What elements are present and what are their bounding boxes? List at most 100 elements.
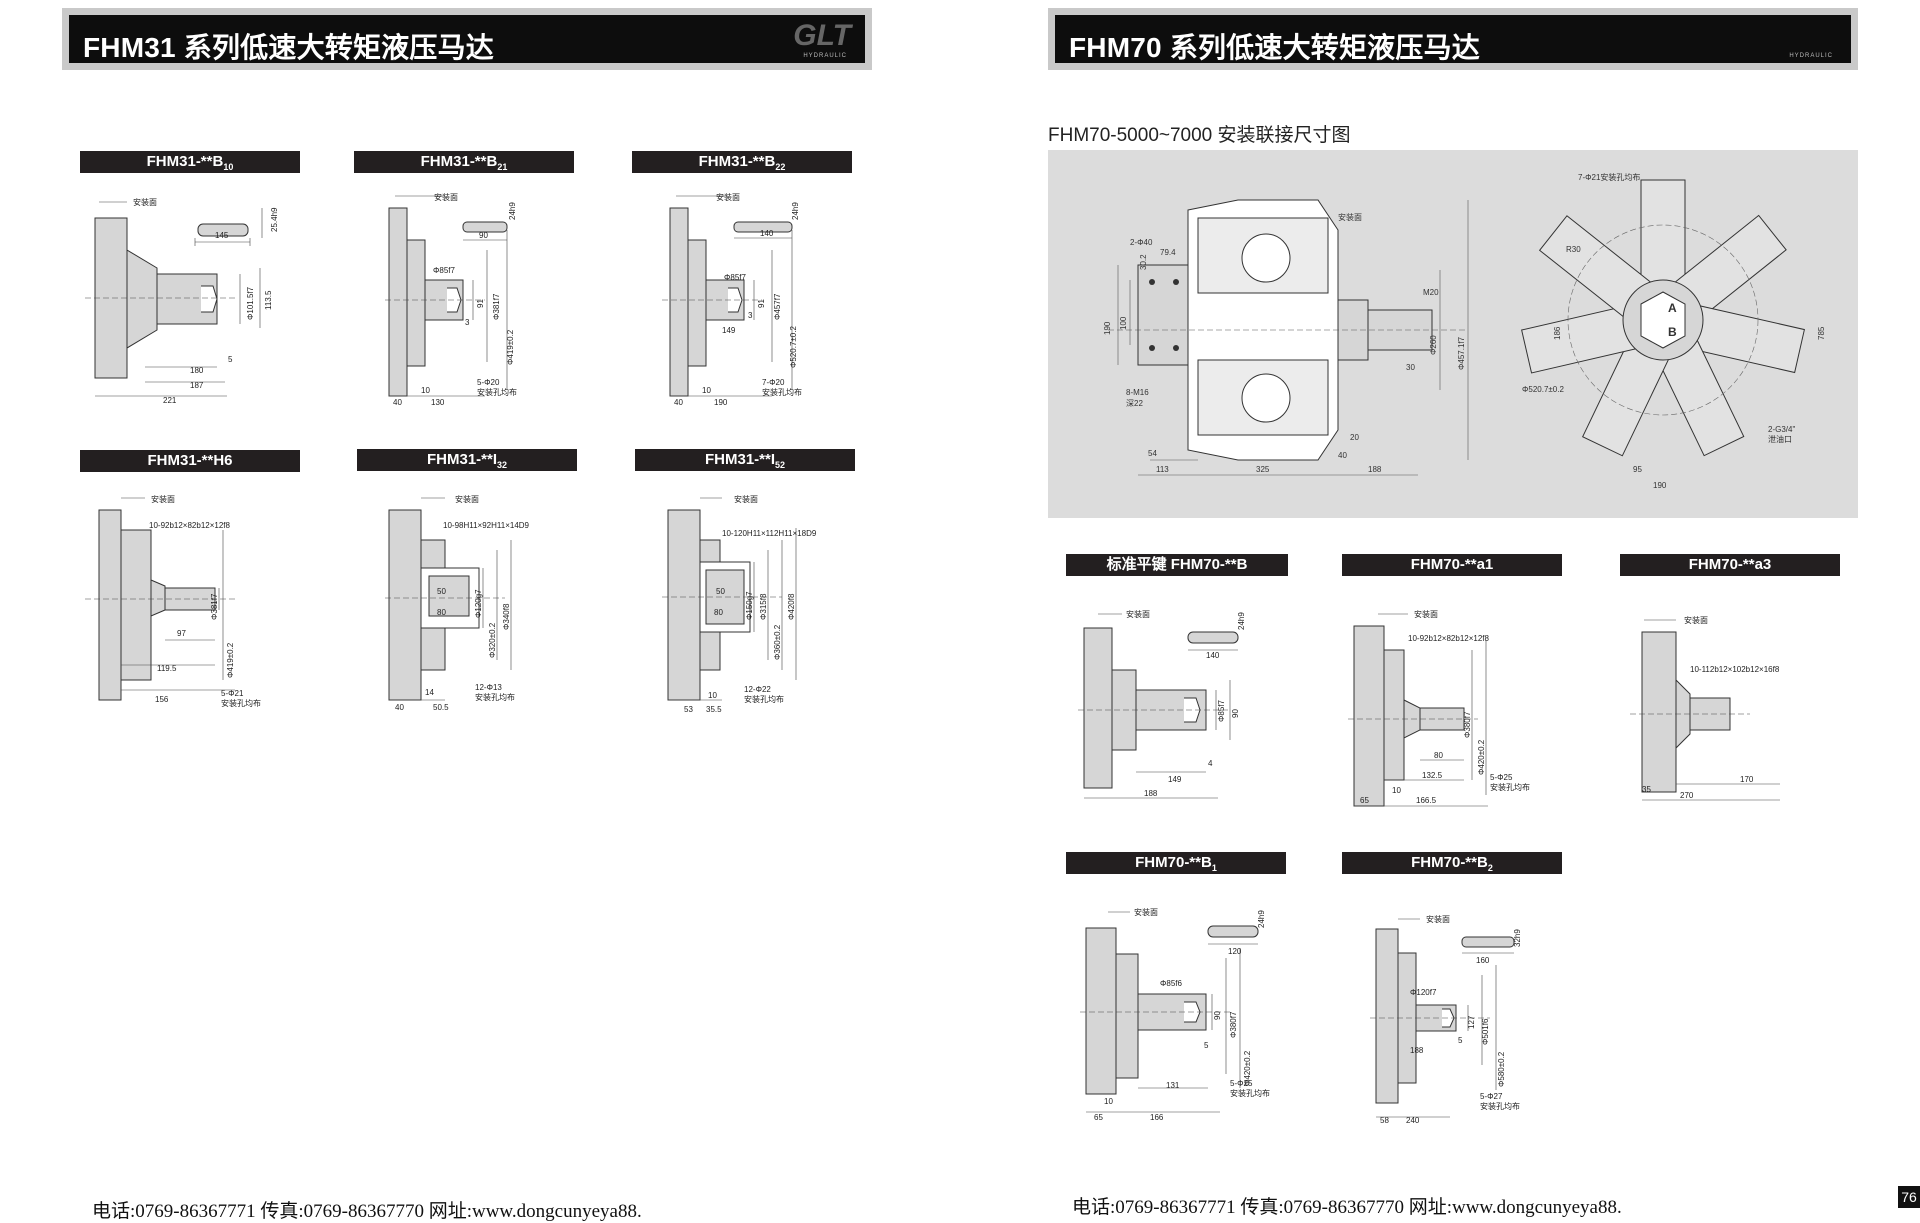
svg-text:Φ360±0.2: Φ360±0.2: [773, 624, 782, 660]
svg-text:80: 80: [437, 608, 446, 617]
svg-text:Φ85f7: Φ85f7: [1217, 699, 1226, 722]
svg-text:5: 5: [1458, 1036, 1463, 1045]
flange-body: [1083, 627, 1113, 789]
svg-text:24h9: 24h9: [1237, 612, 1246, 630]
svg-text:安装孔均布: 安装孔均布: [1230, 1088, 1270, 1098]
svg-text:5-Φ25: 5-Φ25: [1490, 773, 1513, 782]
svg-text:190: 190: [714, 398, 728, 407]
flange-body: [1375, 928, 1399, 1104]
flange-body: [1641, 631, 1677, 793]
port-block: [1137, 264, 1189, 366]
svg-text:Φ120g7: Φ120g7: [474, 589, 483, 618]
svg-text:50.5: 50.5: [433, 703, 449, 712]
svg-text:Φ520.7±0.2: Φ520.7±0.2: [1522, 385, 1564, 394]
svg-text:10-98H11×92H11×14D9: 10-98H11×92H11×14D9: [443, 521, 530, 530]
svg-text:安装面: 安装面: [716, 192, 740, 202]
svg-text:10-92b12×82b12×12f8: 10-92b12×82b12×12f8: [149, 521, 231, 530]
drawing-fhm70-b1: 安装面 24h9 120 Φ85f6 90 Φ380f7 5 Φ420±0.2 …: [1080, 907, 1270, 1122]
svg-text:100: 100: [1119, 316, 1128, 330]
svg-text:Φ260: Φ260: [1429, 335, 1438, 355]
svg-text:10-112b12×102b12×16f8: 10-112b12×102b12×16f8: [1690, 665, 1780, 674]
housing-block: [388, 207, 408, 397]
svg-text:安装孔均布: 安装孔均布: [1480, 1101, 1520, 1111]
svg-text:187: 187: [190, 381, 204, 390]
svg-text:Φ120f7: Φ120f7: [1410, 988, 1437, 997]
svg-text:Φ420f8: Φ420f8: [787, 593, 796, 620]
left-page: FHM31 系列低速大转矩液压马达 GLT HYDRAULIC FHM31-**…: [0, 0, 945, 1222]
svg-text:安装面: 安装面: [1338, 212, 1362, 222]
svg-text:安装面: 安装面: [734, 494, 758, 504]
svg-text:140: 140: [1206, 651, 1220, 660]
svg-text:10: 10: [1104, 1097, 1113, 1106]
svg-text:2-Φ40: 2-Φ40: [1130, 238, 1153, 247]
svg-text:5-Φ20: 5-Φ20: [477, 378, 500, 387]
svg-text:安装面: 安装面: [455, 494, 479, 504]
svg-text:Φ419±0.2: Φ419±0.2: [506, 329, 515, 365]
svg-text:Φ150g7: Φ150g7: [745, 591, 754, 620]
svg-text:149: 149: [1168, 775, 1182, 784]
model-label-a1: FHM70-**a1: [1342, 554, 1562, 576]
svg-text:140: 140: [760, 229, 774, 238]
svg-text:Φ457f7: Φ457f7: [773, 293, 782, 320]
svg-text:10-92b12×82b12×12f8: 10-92b12×82b12×12f8: [1408, 634, 1490, 643]
svg-text:97: 97: [177, 629, 186, 638]
left-page-title: FHM31 系列低速大转矩液压马达: [83, 32, 494, 63]
svg-text:Φ85f7: Φ85f7: [724, 273, 747, 282]
drawing-fhm70-a3: 安装面 10-112b12×102b12×16f8 170 35 270: [1630, 615, 1780, 801]
model-label-b21: FHM31-**B21: [354, 151, 574, 173]
svg-text:30: 30: [1406, 363, 1415, 372]
right-page-title: FHM70 系列低速大转矩液压马达: [1069, 32, 1480, 63]
svg-text:221: 221: [163, 396, 177, 405]
svg-text:149: 149: [722, 326, 736, 335]
svg-text:安装面: 安装面: [1426, 914, 1450, 924]
svg-text:Φ381f7: Φ381f7: [492, 293, 501, 320]
svg-text:65: 65: [1094, 1113, 1103, 1122]
svg-text:R30: R30: [1566, 245, 1581, 254]
svg-text:安装孔均布: 安装孔均布: [221, 698, 261, 708]
svg-text:安装孔均布: 安装孔均布: [477, 387, 517, 397]
svg-text:40: 40: [1338, 451, 1347, 460]
svg-text:90: 90: [1231, 709, 1240, 718]
svg-text:170: 170: [1740, 775, 1754, 784]
svg-text:50: 50: [716, 587, 725, 596]
drawing-fhm31-i52: 安装面 10-120H11×112H11×18D9 50 80 Φ150g7 Φ…: [662, 494, 817, 714]
svg-text:安装面: 安装面: [133, 197, 157, 207]
svg-text:91: 91: [757, 299, 766, 308]
svg-text:Φ380f7: Φ380f7: [1463, 711, 1472, 738]
svg-text:3: 3: [748, 311, 753, 320]
drawing-fhm31-b22: 安装面 24h9 140 Φ85f7 91 Φ457f7 3 149 Φ520.…: [662, 192, 802, 407]
svg-text:5-Φ25: 5-Φ25: [1230, 1079, 1253, 1088]
svg-text:91: 91: [476, 299, 485, 308]
svg-text:8-M16: 8-M16: [1126, 388, 1149, 397]
svg-text:5-Φ21: 5-Φ21: [221, 689, 244, 698]
drawing-fhm31-b10: 安装面 145 25.4h9 Φ101.5f7 113.5 5 180 187 …: [85, 197, 279, 405]
svg-text:10: 10: [421, 386, 430, 395]
housing-block: [388, 509, 422, 701]
svg-text:166.5: 166.5: [1416, 796, 1437, 805]
svg-text:785: 785: [1817, 326, 1826, 340]
model-label-i32: FHM31-**I32: [357, 449, 577, 471]
flange-body: [1353, 625, 1385, 807]
svg-text:A: A: [1668, 301, 1677, 315]
svg-text:Φ101.5f7: Φ101.5f7: [246, 286, 255, 320]
svg-text:132.5: 132.5: [1422, 771, 1443, 780]
svg-text:安装面: 安装面: [151, 494, 175, 504]
svg-text:166: 166: [1150, 1113, 1164, 1122]
svg-text:90: 90: [479, 231, 488, 240]
svg-text:Φ420±0.2: Φ420±0.2: [1477, 739, 1486, 775]
svg-text:安装面: 安装面: [1126, 609, 1150, 619]
svg-text:泄油口: 泄油口: [1768, 434, 1792, 444]
svg-text:131: 131: [1166, 1081, 1180, 1090]
housing-block: [667, 509, 701, 701]
svg-text:127: 127: [1467, 1015, 1476, 1029]
drawing-fhm31-h6: 安装面 10-92b12×82b12×12f8 Φ381f7 97 119.5 …: [85, 494, 261, 708]
svg-text:188: 188: [1368, 465, 1382, 474]
model-label-b22: FHM31-**B22: [632, 151, 852, 173]
svg-text:50: 50: [437, 587, 446, 596]
key: [733, 221, 793, 233]
svg-text:Φ85f6: Φ85f6: [1160, 979, 1183, 988]
key: [462, 221, 508, 233]
brand-logo-tag: HYDRAULIC: [1789, 53, 1833, 59]
svg-text:安装面: 安装面: [1134, 907, 1158, 917]
svg-text:7-Φ21安装孔均布: 7-Φ21安装孔均布: [1578, 172, 1640, 182]
